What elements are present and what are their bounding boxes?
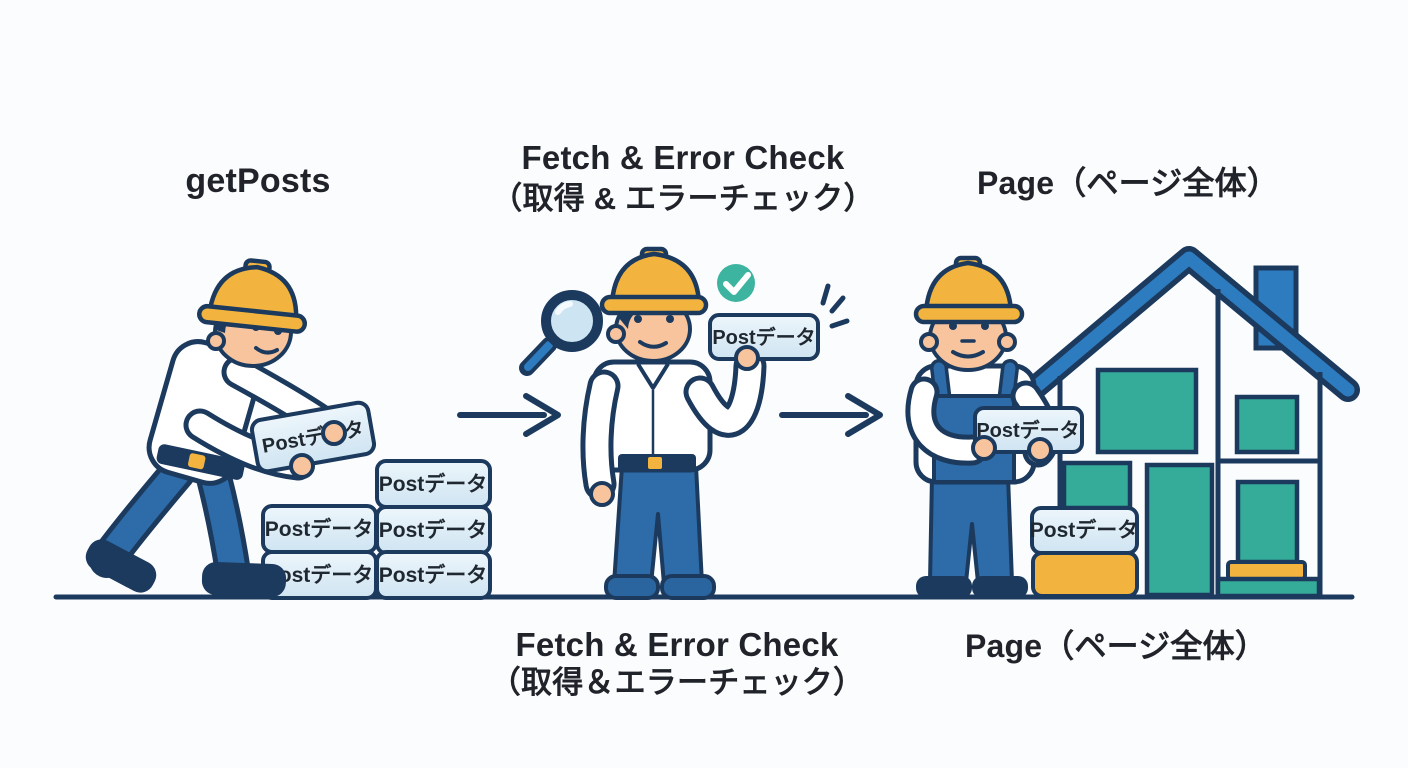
smile xyxy=(638,340,668,349)
worker-fetch-check: Postデータ xyxy=(580,246,820,600)
hand xyxy=(321,420,347,446)
hand xyxy=(971,435,997,461)
caption-fetch-error-check-en: Fetch & Error Check xyxy=(515,626,839,663)
worker-page: Postデータ xyxy=(905,255,1084,598)
overall-legs xyxy=(928,474,1014,584)
title-fetch-error-check-ja: （取得 & エラーチェック） xyxy=(491,181,875,216)
held-post-data-sign: Postデータ xyxy=(973,406,1084,454)
hand xyxy=(734,345,760,371)
teal-block-large xyxy=(1095,367,1199,455)
post-data-label: Postデータ xyxy=(379,472,488,496)
caption-fetch-error-check-ja: （取得＆エラーチェック） xyxy=(489,665,865,700)
belt-buckle xyxy=(187,453,206,470)
ear xyxy=(997,332,1017,352)
hard-hat xyxy=(913,255,1025,325)
teal-window-lower xyxy=(1235,479,1300,565)
check-icon xyxy=(717,264,755,302)
carried-post-data-sign: Postデータ xyxy=(249,400,377,474)
collar xyxy=(636,362,670,390)
post-data-label: Postデータ xyxy=(712,325,815,349)
post-data-block: Postデータ xyxy=(375,550,492,600)
teal-base-strip xyxy=(1215,576,1322,599)
title-page: Page（ページ全体） xyxy=(976,165,1280,201)
arm xyxy=(910,381,983,461)
shoe xyxy=(660,574,716,600)
post-data-block: Postデータ xyxy=(375,505,492,555)
post-data-block: Postデータ xyxy=(375,459,492,509)
post-data-stack-left: Postデータ Postデータ Postデータ Postデータ Postデータ xyxy=(261,459,492,600)
eye xyxy=(666,315,674,323)
arm xyxy=(688,354,762,433)
post-data-label: Postデータ xyxy=(379,563,488,587)
yellow-sill-block xyxy=(1226,560,1307,581)
yellow-stack-block xyxy=(1031,551,1139,598)
caption-page: Page（ページ全体） xyxy=(964,628,1268,664)
title-getposts: getPosts xyxy=(185,162,331,200)
shoe xyxy=(916,576,972,598)
arrow-right-icon xyxy=(779,393,883,437)
post-data-block: Postデータ xyxy=(261,504,378,554)
post-data-stack-right: Postデータ xyxy=(1030,460,1139,598)
hand xyxy=(589,481,615,507)
post-data-block: Postデータ xyxy=(261,550,378,600)
title-fetch-error-check-en: Fetch & Error Check xyxy=(521,139,845,176)
house-roof xyxy=(1023,251,1355,399)
belt-buckle xyxy=(648,457,662,469)
house xyxy=(1018,246,1360,599)
teal-stack-block xyxy=(1061,460,1133,511)
emphasis-marks xyxy=(820,283,850,329)
arm xyxy=(585,374,616,496)
hard-hat xyxy=(197,258,308,334)
ear xyxy=(919,332,939,352)
smile xyxy=(254,346,279,355)
worker-getposts: Postデータ xyxy=(85,258,377,597)
ear xyxy=(206,331,226,351)
shoe xyxy=(972,576,1028,598)
post-data-label: Postデータ xyxy=(379,518,488,542)
hand xyxy=(1027,437,1053,463)
belt xyxy=(156,444,245,480)
pants xyxy=(612,464,704,586)
lens-highlight xyxy=(555,301,573,315)
teal-window-upper xyxy=(1234,394,1300,455)
eye xyxy=(634,315,642,323)
post-data-label: Postデータ xyxy=(976,418,1079,442)
post-data-block: Postデータ xyxy=(1030,506,1139,555)
shoe xyxy=(85,539,157,593)
smile xyxy=(951,350,985,359)
held-post-data-sign: Postデータ xyxy=(708,313,820,361)
magnifier-icon xyxy=(519,290,603,376)
hand xyxy=(289,453,315,479)
ear xyxy=(606,324,626,344)
shoe xyxy=(201,562,287,597)
arrow-right-icon xyxy=(457,393,561,437)
teal-door-block xyxy=(1144,462,1215,598)
hard-hat xyxy=(599,246,709,316)
shoe xyxy=(604,574,660,600)
post-data-label: Postデータ xyxy=(1030,518,1139,542)
post-data-label: Postデータ xyxy=(265,517,374,541)
